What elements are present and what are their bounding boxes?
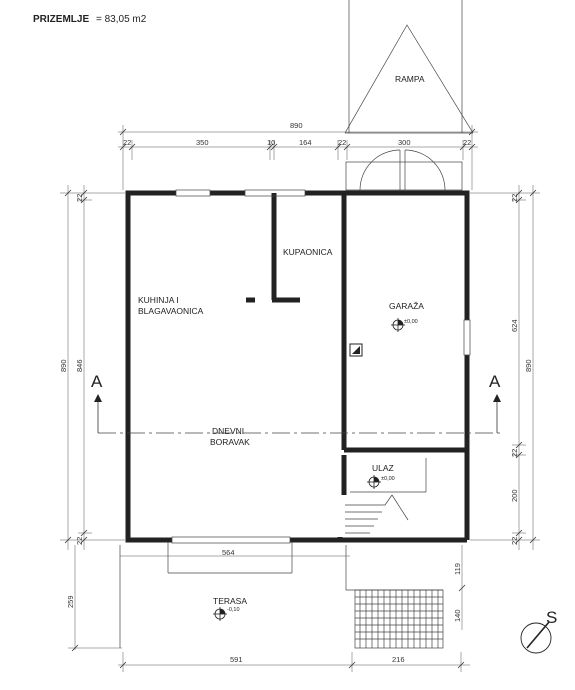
dim-left-bottom: 22 bbox=[75, 537, 84, 545]
north-label: S bbox=[546, 608, 557, 627]
section-mark-left: A bbox=[91, 372, 103, 391]
dim-terrace-width: 564 bbox=[222, 548, 235, 557]
section-mark-right: A bbox=[489, 372, 501, 391]
dim-top-2: 350 bbox=[196, 138, 209, 147]
dim-left-top: 22 bbox=[75, 194, 84, 202]
lower-right-dimensions: 119 140 bbox=[453, 545, 466, 630]
dim-right-lower-1: 119 bbox=[453, 563, 462, 575]
dim-left-overall: 890 bbox=[59, 359, 68, 372]
dim-right-1: 22 bbox=[510, 194, 519, 202]
north-arrow: S bbox=[520, 608, 557, 654]
entrance-stairs bbox=[345, 494, 409, 534]
dim-top-5: 22 bbox=[338, 138, 346, 147]
dim-left-inner: 846 bbox=[75, 359, 84, 372]
level-terrace-value: -0,10 bbox=[227, 607, 240, 613]
ramp: RAMPA bbox=[344, 0, 474, 134]
dim-bottom-1: 591 bbox=[230, 655, 243, 664]
level-terrace: -0,10 bbox=[213, 607, 240, 621]
right-dimensions: 22 624 22 200 22 890 bbox=[470, 185, 540, 550]
compass-circle bbox=[520, 622, 552, 654]
level-garage-value: ±0,00 bbox=[404, 319, 418, 325]
plan-area: = 83,05 m2 bbox=[96, 14, 147, 25]
room-kitchen-line2: BLAGAVAONICA bbox=[138, 306, 204, 316]
dim-right-overall: 890 bbox=[524, 359, 533, 372]
plan-title: PRIZEMLJE bbox=[33, 14, 89, 25]
dim-right-3: 22 bbox=[510, 449, 519, 457]
dim-right-lower-2: 140 bbox=[453, 609, 462, 622]
chimney-mark bbox=[352, 346, 360, 354]
windows bbox=[171, 189, 471, 544]
chimney bbox=[349, 343, 363, 357]
room-bathroom: KUPAONICA bbox=[283, 247, 333, 257]
dim-top-6: 300 bbox=[398, 138, 411, 147]
room-entrance: ULAZ bbox=[372, 463, 394, 473]
dim-top-3: 10 bbox=[267, 138, 275, 147]
dim-top-4: 164 bbox=[299, 138, 312, 147]
room-kitchen-line1: KUHINJA I bbox=[138, 295, 179, 305]
room-living-line1: DNEVNI bbox=[212, 426, 244, 436]
room-terrace: TERASA bbox=[213, 596, 247, 606]
level-entrance-value: ±0,00 bbox=[381, 476, 395, 482]
level-garage: ±0,00 bbox=[391, 318, 418, 332]
bottom-dimensions: 591 216 bbox=[118, 652, 470, 672]
dim-bottom-2: 216 bbox=[392, 655, 405, 664]
room-living-line2: BORAVAK bbox=[210, 437, 250, 447]
left-dimensions: 890 846 22 22 bbox=[59, 185, 125, 550]
terrace-stairs bbox=[354, 589, 444, 649]
walls bbox=[125, 190, 470, 543]
dim-right-4: 200 bbox=[510, 489, 519, 502]
dim-right-5: 22 bbox=[510, 537, 519, 545]
level-entrance: ±0,00 bbox=[367, 475, 395, 489]
ramp-label: RAMPA bbox=[395, 74, 425, 84]
compass-needle bbox=[526, 621, 550, 649]
dim-top-overall: 890 bbox=[290, 121, 303, 130]
dim-terrace-depth: 259 bbox=[66, 595, 75, 608]
terrace-depth-dimension: 259 bbox=[66, 545, 122, 652]
section-line: A A bbox=[91, 372, 501, 434]
dim-top-7: 22 bbox=[463, 138, 471, 147]
top-dimensions: 890 22 350 10 164 22 300 22 bbox=[118, 121, 478, 190]
garage-door bbox=[345, 149, 463, 191]
dim-top-1: 22 bbox=[123, 138, 131, 147]
room-garage: GARAŽA bbox=[389, 301, 424, 311]
dim-right-2: 624 bbox=[510, 319, 519, 332]
